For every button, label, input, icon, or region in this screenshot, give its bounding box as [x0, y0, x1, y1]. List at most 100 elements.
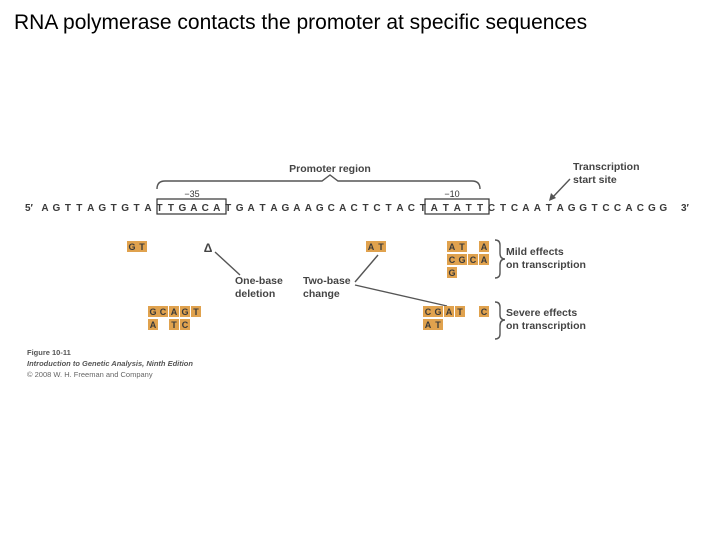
sequence-base: A [557, 203, 564, 214]
minus35-box [156, 198, 227, 215]
sequence-base: A [431, 203, 438, 214]
mutation-box [366, 241, 376, 252]
mutation-letter: C [449, 255, 456, 265]
sequence-base: T [259, 203, 265, 214]
mutation-letter: C [425, 307, 432, 317]
tss-arrow-line [551, 178, 571, 199]
mutation-letter: C [470, 255, 477, 265]
one-base-pointer-line [214, 251, 241, 276]
sequence-base: T [466, 203, 472, 214]
seq-5prime-label: 5′ [25, 203, 34, 214]
sequence-base: A [41, 203, 48, 214]
mutation-letter: T [459, 242, 465, 252]
sequence-base: C [351, 203, 358, 214]
mutation-letter: C [182, 320, 189, 330]
mutation-box [447, 241, 457, 252]
mutation-group-mild-mid: A T [366, 241, 386, 252]
mild-effects-brace [494, 239, 506, 279]
mutation-group-mild-right: A T A C G C A G [447, 241, 489, 278]
mutation-letter: A [481, 242, 488, 252]
mutation-letter: A [368, 242, 375, 252]
mutation-letter: T [171, 320, 177, 330]
figure-caption-number: Figure 10-11 [27, 348, 71, 357]
sequence-base: A [190, 203, 197, 214]
sequence-base: T [156, 203, 162, 214]
sequence-base: C [602, 203, 609, 214]
sequence-base: T [420, 203, 426, 214]
mutation-letter: A [449, 242, 456, 252]
mutation-group-mild-left: G T [127, 241, 147, 252]
slide-title: RNA polymerase contacts the promoter at … [14, 11, 588, 34]
mutation-letter: G [149, 307, 156, 317]
figure-caption-source: Introduction to Genetic Analysis, Ninth … [27, 359, 193, 368]
two-base-pointer-line-down [354, 284, 448, 307]
mutation-box [148, 306, 158, 317]
sequence-base: A [293, 203, 300, 214]
mutation-box [479, 254, 489, 265]
mutation-letter: G [434, 307, 441, 317]
sequence-base: G [179, 203, 187, 214]
mutation-group-severe-right: C G A T C A T [423, 306, 489, 330]
mutation-box [169, 319, 179, 330]
sequence-base: T [385, 203, 391, 214]
sequence-base: T [363, 203, 369, 214]
mutation-letter: A [481, 255, 488, 265]
mutation-box [158, 306, 168, 317]
sequence-base: T [168, 203, 174, 214]
mutation-box [423, 319, 433, 330]
sequence-base: T [111, 203, 117, 214]
sequence-base: T [134, 203, 140, 214]
mutation-letter: A [425, 320, 432, 330]
sequence-base: G [316, 203, 324, 214]
pos-minus10-label: −10 [444, 189, 459, 199]
sequence-base: T [477, 203, 483, 214]
sequence-base: T [443, 203, 449, 214]
two-base-pointer-line-up [354, 254, 379, 283]
tss-label-line1: Transcription [573, 161, 640, 173]
sequence-base: A [87, 203, 94, 214]
mild-effects-label-line2: on transcription [506, 259, 586, 271]
sequence-base: A [396, 203, 403, 214]
mutation-box [180, 306, 190, 317]
mutation-box [433, 306, 443, 317]
promoter-region-label: Promoter region [289, 163, 371, 175]
mutation-group-severe-left: G C A G T A T C [148, 306, 201, 330]
two-base-label-line1: Two-base [303, 275, 351, 287]
mutation-letter: G [458, 255, 465, 265]
mutation-letter: T [193, 307, 199, 317]
sequence-base: G [579, 203, 587, 214]
sequence-base: T [592, 203, 598, 214]
mutation-box [127, 241, 137, 252]
severe-effects-brace [494, 301, 506, 340]
promoter-bracket [156, 174, 481, 190]
mutation-letter: G [181, 307, 188, 317]
mutation-letter: T [457, 307, 463, 317]
mutation-box [137, 241, 147, 252]
sequence-base: C [328, 203, 335, 214]
sequence-base: C [614, 203, 621, 214]
minus10-box [424, 198, 490, 215]
mutation-box [457, 241, 467, 252]
sequence-base: A [305, 203, 312, 214]
mutation-box [180, 319, 190, 330]
mutation-letter: A [446, 307, 453, 317]
mutation-letter: T [378, 242, 384, 252]
pos-minus35-label: −35 [184, 189, 199, 199]
one-base-label-line1: One-base [235, 275, 283, 287]
sequence-base: A [534, 203, 541, 214]
one-base-label-line2: deletion [235, 288, 275, 300]
sequence-base: C [202, 203, 209, 214]
severe-effects-label-line2: on transcription [506, 320, 586, 332]
sequence-base: C [373, 203, 380, 214]
sequence-base: A [625, 203, 632, 214]
mutation-box [455, 306, 465, 317]
sequence-base: T [76, 203, 82, 214]
sequence-base: A [522, 203, 529, 214]
sequence-base: G [121, 203, 129, 214]
severe-effects-label-line1: Severe effects [506, 307, 577, 319]
mutation-box [447, 267, 457, 278]
mutation-letter: G [448, 268, 455, 278]
mutation-letter: T [139, 242, 145, 252]
sequence-base: A [339, 203, 346, 214]
